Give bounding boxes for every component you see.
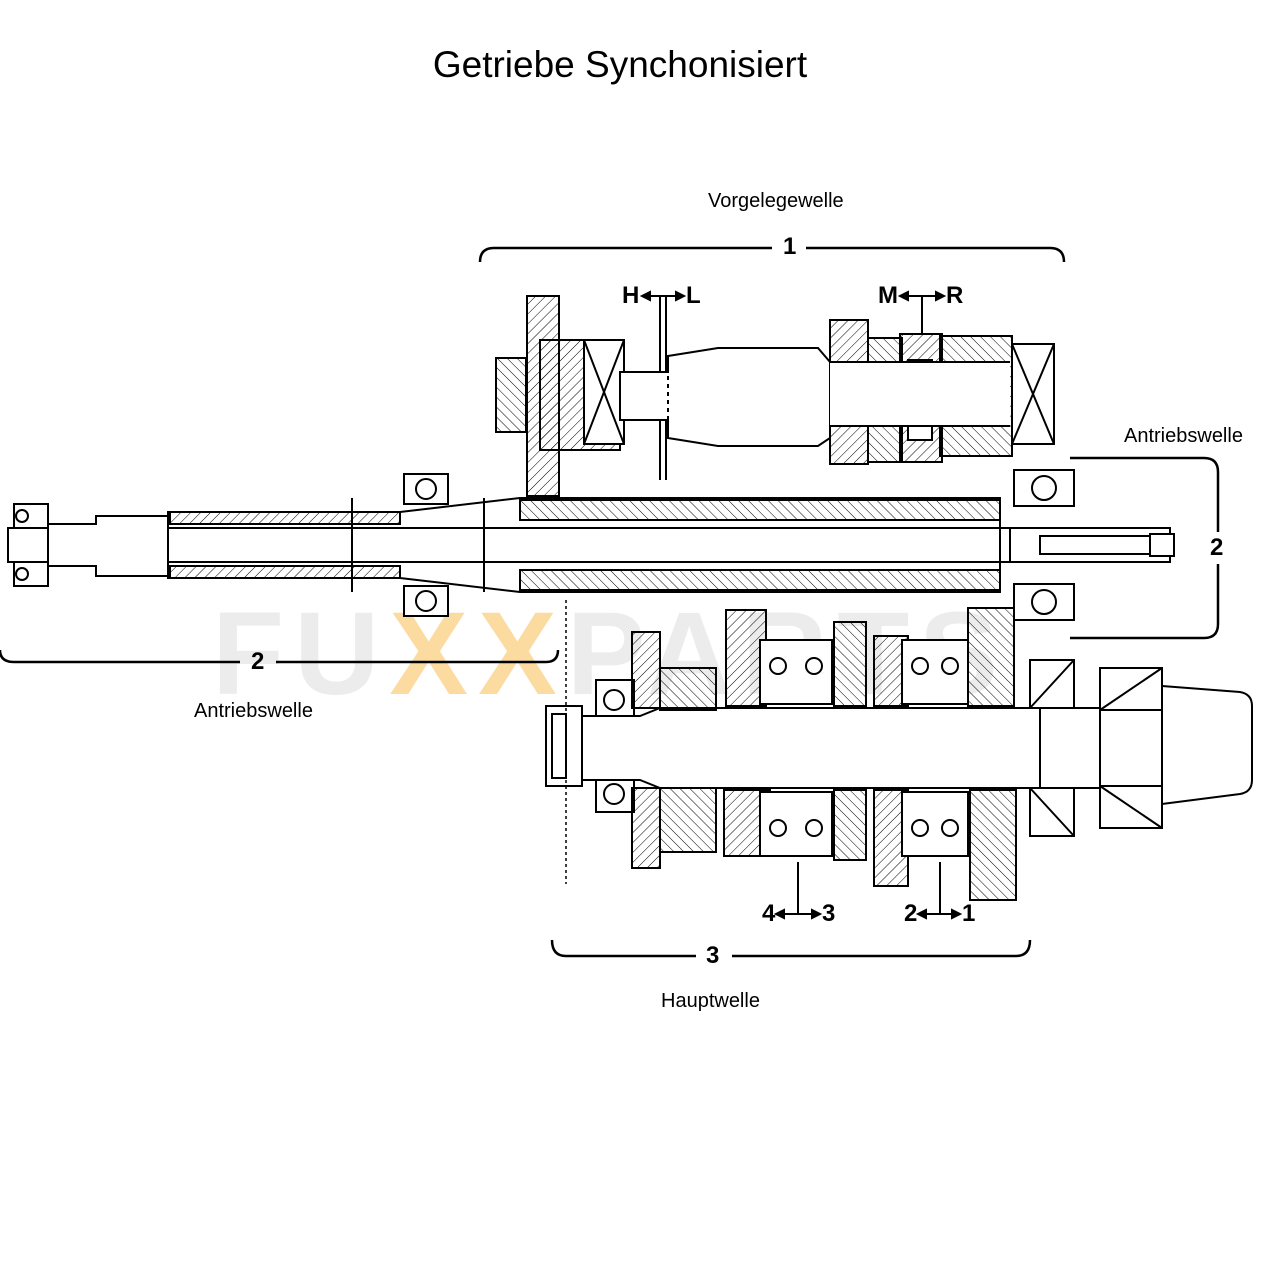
callout-1: 1 xyxy=(783,233,797,260)
bracket-3 xyxy=(550,939,1032,958)
shift-label-3: 3 xyxy=(822,900,836,927)
bracket-1 xyxy=(478,246,1066,263)
shift-label-2: 2 xyxy=(904,900,918,927)
shift-label-1: 1 xyxy=(962,900,976,927)
callout-2-left: 2 xyxy=(251,648,265,675)
label-antriebswelle-left: Antriebswelle xyxy=(194,700,313,722)
label-antriebswelle-right: Antriebswelle xyxy=(1124,425,1243,447)
shift-label-l: L xyxy=(686,282,701,309)
input-shaft-assembly xyxy=(7,469,1175,621)
diagram-title: Getriebe Synchonisiert xyxy=(432,44,808,85)
watermark-part-1: FU xyxy=(212,588,390,720)
callout-2-right: 2 xyxy=(1210,534,1224,561)
shift-indicators xyxy=(639,290,963,920)
shift-label-4: 4 xyxy=(762,900,776,927)
label-hauptwelle: Hauptwelle xyxy=(661,990,760,1012)
bracket-2-right xyxy=(1070,456,1220,640)
shift-label-m: M xyxy=(878,282,898,309)
bracket-2-left xyxy=(0,649,560,664)
shift-label-h: H xyxy=(622,282,640,309)
main-shaft-assembly xyxy=(545,607,1253,901)
label-vorgelegewelle: Vorgelegewelle xyxy=(708,190,844,212)
shift-label-r: R xyxy=(946,282,964,309)
countershaft-assembly xyxy=(495,295,1055,497)
callout-3: 3 xyxy=(706,942,720,969)
